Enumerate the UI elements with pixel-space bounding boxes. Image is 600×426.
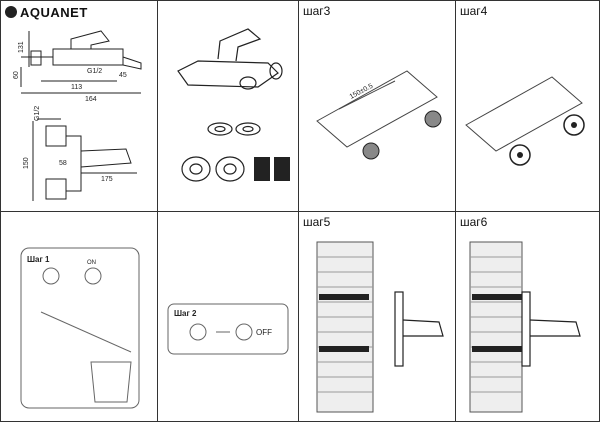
step1-on: ON [87, 260, 96, 266]
step3-drawing: 150±0.5 [316, 70, 442, 160]
dim-g12-side: G1/2 [34, 106, 41, 121]
dim-45: 45 [119, 72, 127, 79]
dim-g12-top: G1/2 [87, 68, 102, 75]
cell-step2: Шаг 2 OFF [157, 211, 299, 422]
cell-step5: шаг5 [298, 211, 456, 422]
parts-drawing [177, 28, 290, 182]
cell-step6: шаг6 [455, 211, 600, 422]
step4-label: шаг4 [460, 4, 488, 18]
step1-drawing: Шаг 1 ON [20, 247, 140, 409]
cell-step4: шаг4 [455, 0, 600, 212]
step6-drawing [469, 241, 581, 413]
step4-drawing [465, 76, 585, 166]
cell-step3: шаг3 150±0.5 [298, 0, 456, 212]
step1-label: Шаг 1 [27, 255, 50, 264]
step5-drawing [316, 241, 444, 413]
dim-58: 58 [59, 160, 67, 167]
dim-175: 175 [101, 176, 113, 183]
dimension-drawing: 131 60 G1/2 45 113 164 G1/2 150 58 175 [13, 30, 142, 201]
step2-drawing: Шаг 2 OFF [167, 303, 289, 355]
brand-name: AQUANET [20, 5, 88, 20]
dim-164: 164 [85, 96, 97, 103]
dim-150: 150 [23, 157, 30, 169]
cell-parts [157, 0, 299, 212]
step3-label: шаг3 [303, 4, 331, 18]
step5-label: шаг5 [303, 215, 331, 229]
step2-off: OFF [256, 328, 272, 337]
dim-131: 131 [18, 41, 25, 53]
cell-dimensions: AQUANET [0, 0, 158, 212]
brand-mark-icon [5, 6, 17, 18]
dim-60: 60 [13, 71, 20, 79]
cell-step1: Шаг 1 ON [0, 211, 158, 422]
brand-logo: AQUANET [5, 5, 88, 20]
step6-label: шаг6 [460, 215, 488, 229]
step2-label: Шаг 2 [174, 309, 197, 318]
dim-113: 113 [71, 84, 82, 91]
